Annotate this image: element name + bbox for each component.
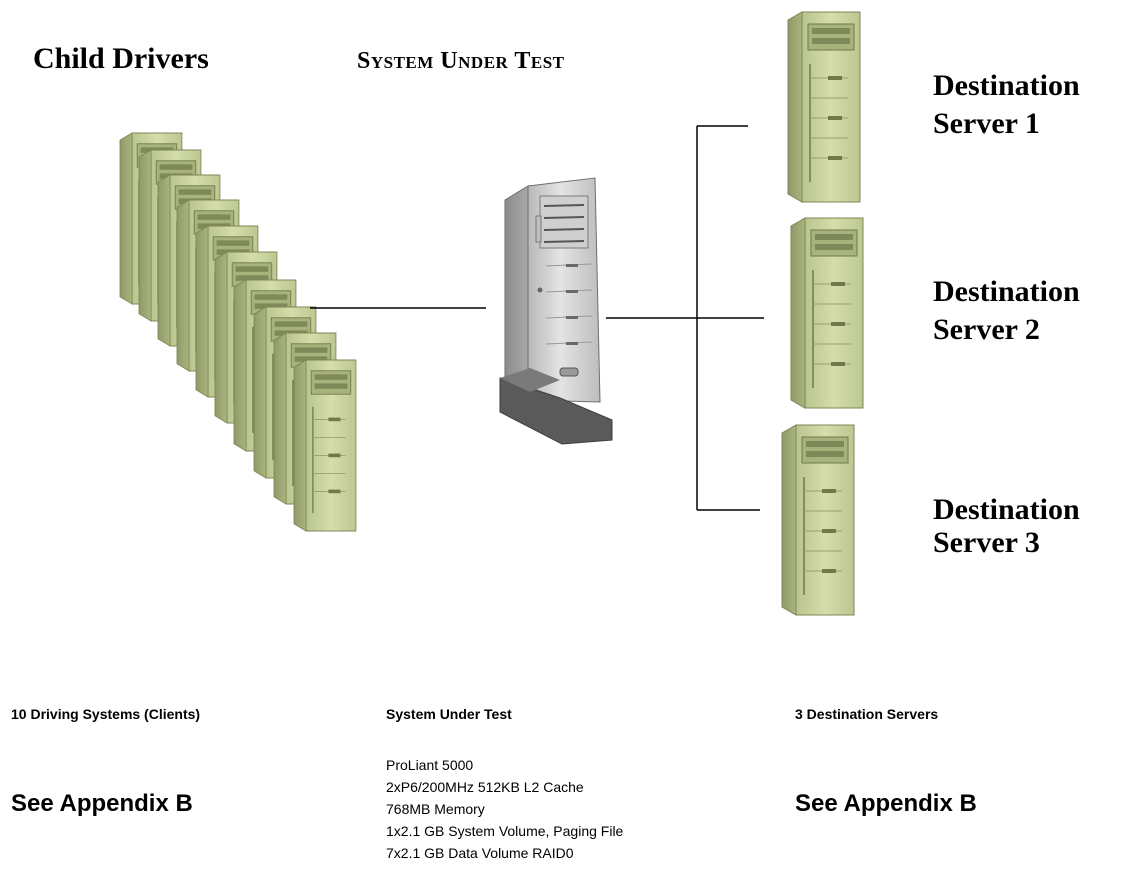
sut-tower-icon: [499, 177, 613, 445]
destination-server-3-tower: [781, 424, 855, 616]
destination-server-1-label: Destination Server 1: [933, 67, 1080, 143]
sut-spec-line: 2xP6/200MHz 512KB L2 Cache: [386, 779, 584, 795]
child-drivers-heading: Child Drivers: [33, 42, 209, 75]
network-diagram: [119, 11, 864, 616]
system-under-test-heading: System Under Test: [357, 48, 565, 74]
destination-server-1-line2: Server 1: [933, 107, 1040, 140]
destination-server-2-tower: [790, 217, 864, 409]
destination-server-2-line1: Destination: [933, 275, 1080, 308]
clients-count-label: 10 Driving Systems (Clients): [11, 706, 201, 722]
destination-server-3-line1: Destination: [933, 493, 1080, 526]
destination-server-2-label: Destination Server 2: [933, 273, 1080, 349]
sut-spec-line: 1x2.1 GB System Volume, Paging File: [386, 823, 624, 839]
destination-server-3-label: Destination Server 3: [933, 493, 1080, 559]
client-tower-10: [293, 359, 357, 532]
sut-caption-label: System Under Test: [386, 706, 512, 722]
servers-see-appendix: See Appendix B: [795, 790, 977, 817]
clients-see-appendix: See Appendix B: [11, 790, 193, 817]
destination-server-3-line2: Server 3: [933, 526, 1040, 559]
servers-count-label: 3 Destination Servers: [795, 706, 939, 722]
destination-server-1-tower: [787, 11, 861, 203]
destination-server-2-line2: Server 2: [933, 313, 1040, 346]
client-tower-stack: [119, 132, 357, 532]
sut-spec-line: ProLiant 5000: [386, 757, 474, 773]
sut-spec-list: ProLiant 5000 2xP6/200MHz 512KB L2 Cache…: [386, 754, 623, 864]
sut-spec-line: 7x2.1 GB Data Volume RAID0: [386, 845, 574, 861]
destination-server-1-line1: Destination: [933, 69, 1080, 102]
sut-spec-line: 768MB Memory: [386, 801, 485, 817]
